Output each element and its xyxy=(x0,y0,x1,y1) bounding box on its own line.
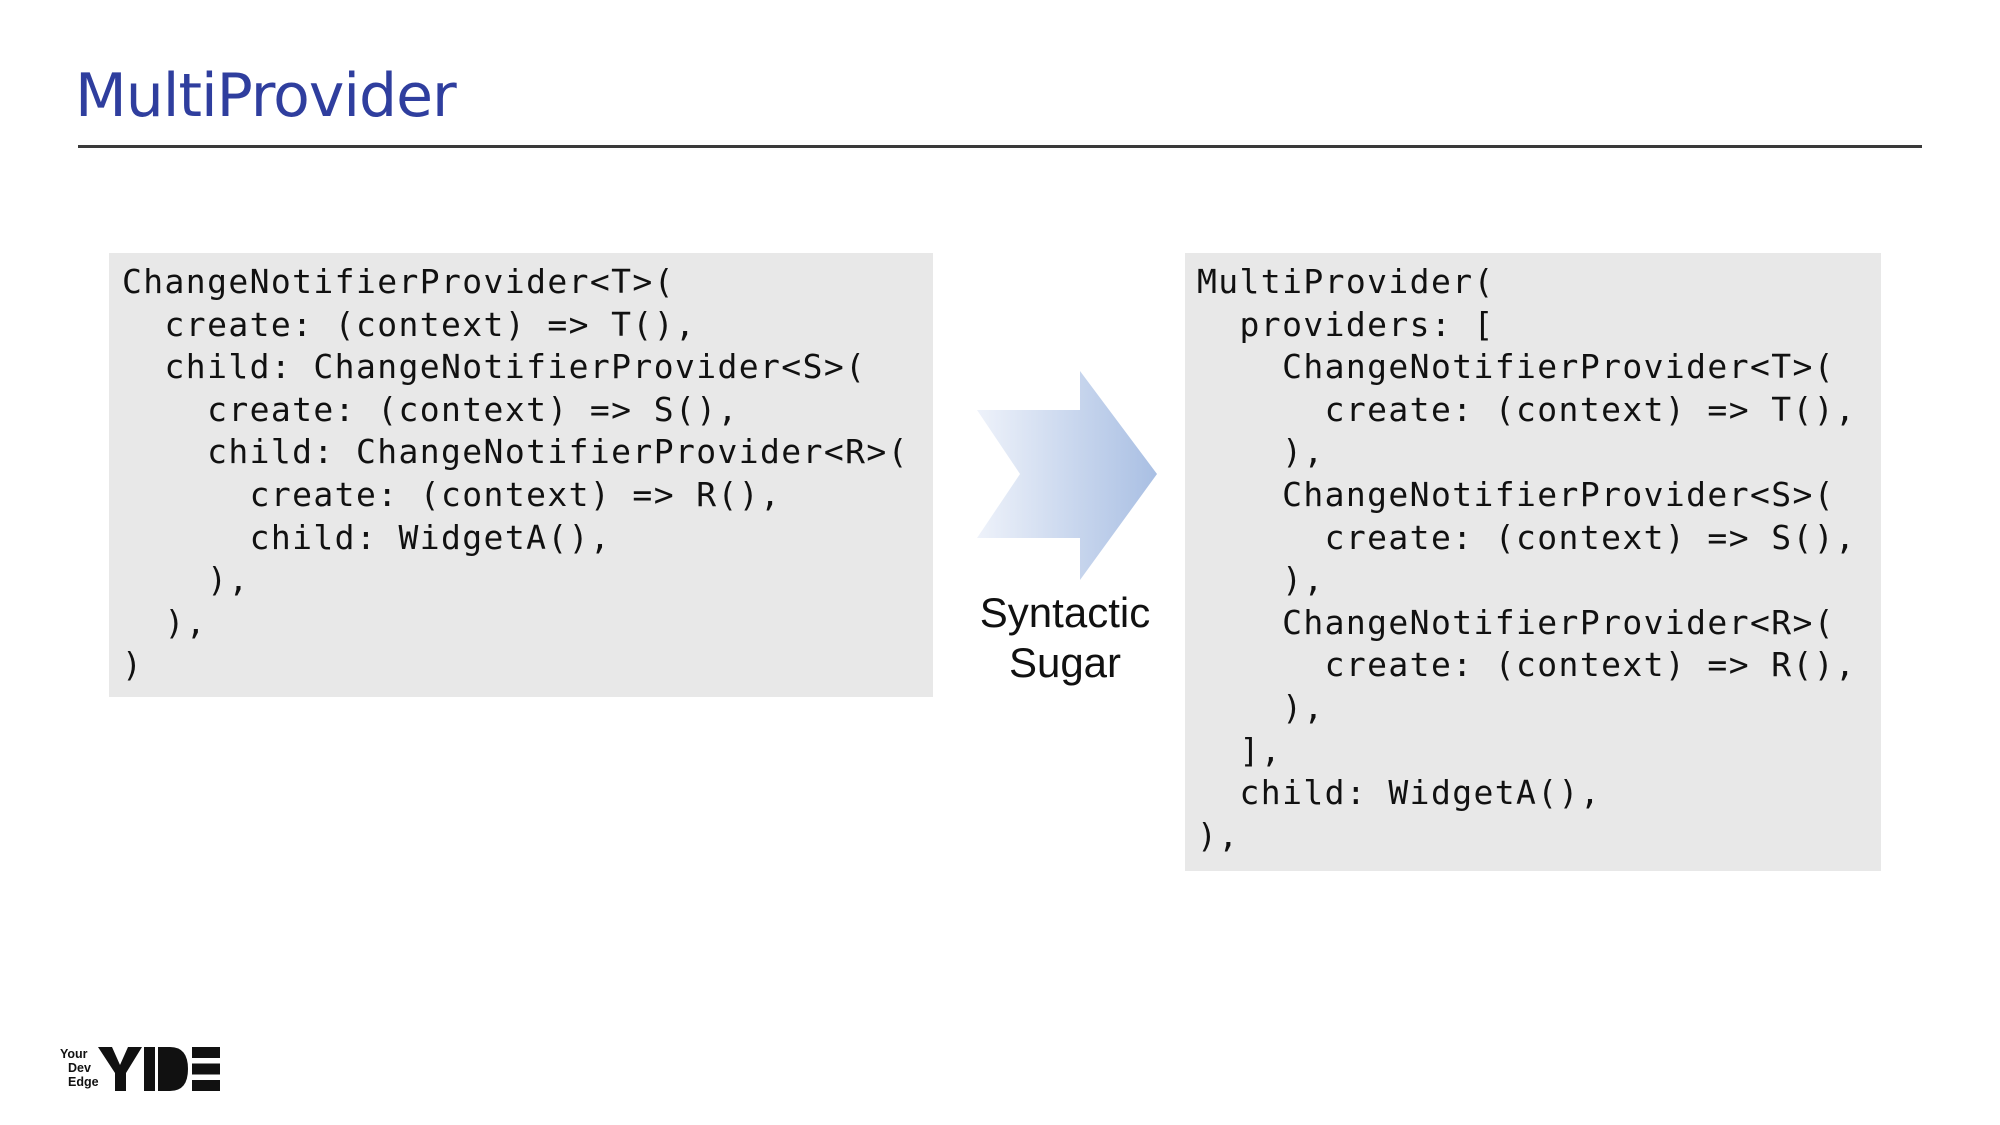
code-line: ), xyxy=(122,602,208,642)
code-line: providers: [ xyxy=(1197,304,1495,344)
nested-providers-code-block: ChangeNotifierProvider<T>( create: (cont… xyxy=(109,253,933,697)
yde-logo: Your Dev Edge xyxy=(60,1045,220,1095)
code-line: ), xyxy=(1197,687,1325,727)
code-line: MultiProvider( xyxy=(1197,262,1495,301)
logo-tagline: Your Dev Edge xyxy=(60,1047,99,1089)
code-line: ) xyxy=(122,645,144,685)
code-line: ChangeNotifierProvider<S>( xyxy=(1197,474,1836,514)
code-line: create: (context) => S(), xyxy=(1197,517,1857,557)
code-line: ), xyxy=(1197,815,1240,855)
code-line: create: (context) => T(), xyxy=(1197,389,1857,429)
code-line: create: (context) => S(), xyxy=(122,389,739,429)
code-line: child: WidgetA(), xyxy=(1197,773,1602,813)
code-line: ], xyxy=(1197,730,1283,770)
logo-mark-icon xyxy=(98,1047,220,1091)
title-divider xyxy=(78,145,1922,148)
code-line: create: (context) => R(), xyxy=(1197,645,1857,685)
code-line: create: (context) => R(), xyxy=(122,474,782,514)
code-line: ), xyxy=(122,560,250,600)
logo-tagline-line-3: Edge xyxy=(68,1075,99,1089)
logo-tagline-line-2: Dev xyxy=(68,1061,91,1075)
code-line: ), xyxy=(1197,560,1325,600)
code-line: ChangeNotifierProvider<R>( xyxy=(1197,602,1836,642)
code-line: ChangeNotifierProvider<T>( xyxy=(122,262,675,301)
code-line: child: ChangeNotifierProvider<S>( xyxy=(122,347,867,387)
arrow-caption: Syntactic Sugar xyxy=(960,588,1170,688)
code-line: create: (context) => T(), xyxy=(122,304,697,344)
code-line: child: ChangeNotifierProvider<R>( xyxy=(122,432,909,472)
logo-tagline-line-1: Your xyxy=(60,1047,88,1061)
code-line: child: WidgetA(), xyxy=(122,517,612,557)
caption-line-1: Syntactic xyxy=(979,589,1151,636)
caption-line-2: Sugar xyxy=(1008,639,1122,686)
code-line: ChangeNotifierProvider<T>( xyxy=(1197,347,1836,387)
slide-title: MultiProvider xyxy=(75,61,457,131)
multiprovider-code-block: MultiProvider( providers: [ ChangeNotifi… xyxy=(1185,253,1881,871)
right-chevron-arrow-icon xyxy=(975,368,1161,584)
arrow-shape xyxy=(977,371,1157,580)
code-line: ), xyxy=(1197,432,1325,472)
